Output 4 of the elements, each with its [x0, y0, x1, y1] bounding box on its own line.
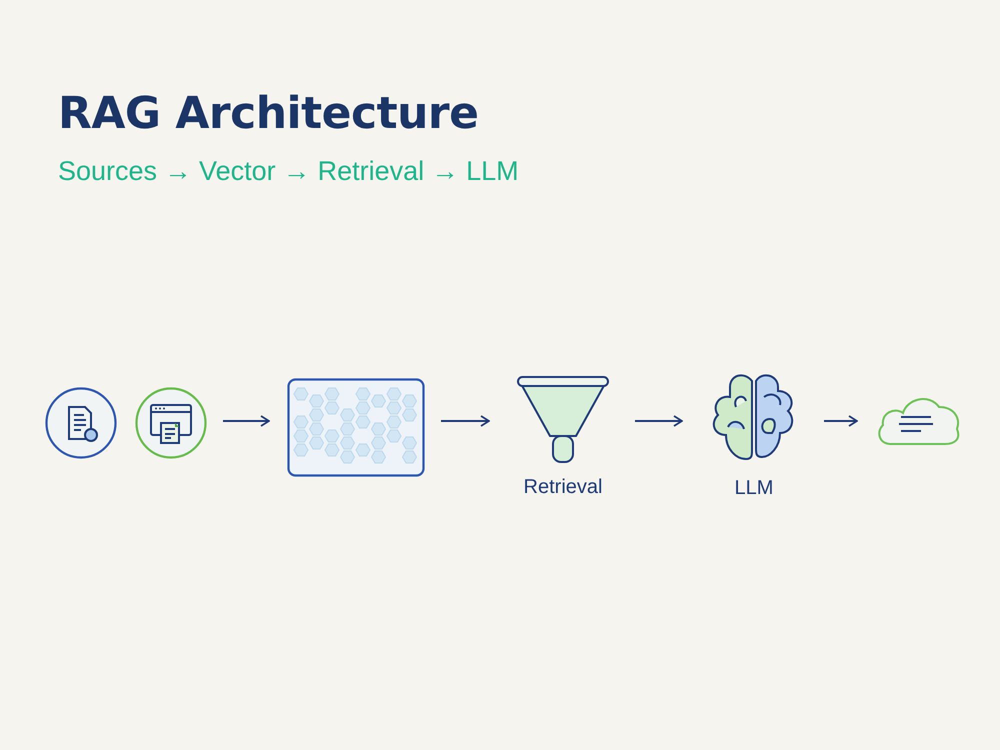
- title: RAG Architecture: [58, 88, 478, 139]
- subtitle: Sources → Vector → Retrieval → LLM: [58, 156, 519, 187]
- node-label: Retrieval: [524, 476, 602, 499]
- node-label: LLM: [734, 477, 774, 500]
